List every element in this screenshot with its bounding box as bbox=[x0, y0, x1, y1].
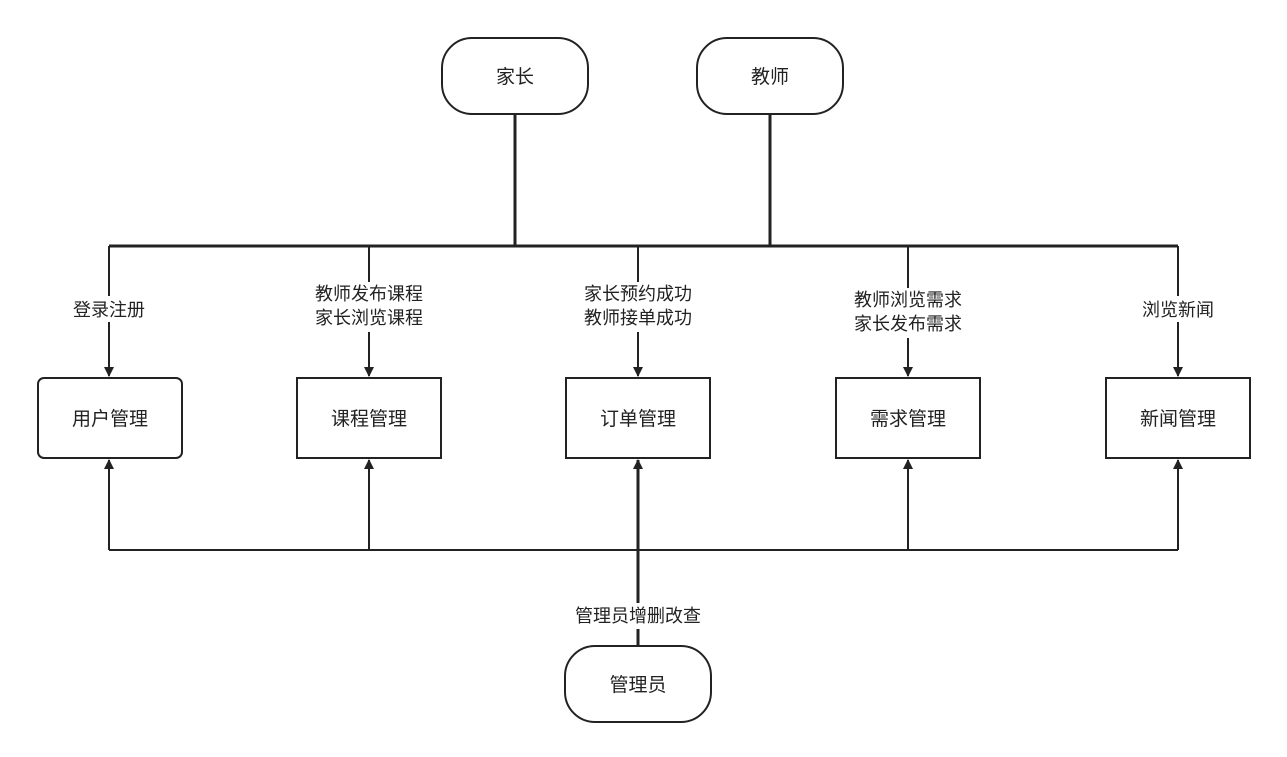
actor-admin-label: 管理员 bbox=[609, 674, 666, 696]
edge-label-order-1: 家长预约成功 bbox=[584, 284, 692, 305]
edge-label-demand-1: 教师浏览需求 bbox=[854, 290, 962, 311]
edge-label-course-2: 家长浏览课程 bbox=[315, 308, 423, 329]
module-course: 课程管理 bbox=[296, 377, 442, 459]
actor-parent: 家长 bbox=[441, 37, 589, 115]
edge-label-user: 登录注册 bbox=[73, 300, 145, 321]
actor-teacher-label: 教师 bbox=[751, 66, 789, 88]
module-news-label: 新闻管理 bbox=[1140, 408, 1216, 430]
actor-admin: 管理员 bbox=[564, 645, 712, 723]
module-demand: 需求管理 bbox=[835, 377, 981, 459]
edge-label-news: 浏览新闻 bbox=[1142, 300, 1214, 321]
actor-teacher: 教师 bbox=[696, 37, 844, 115]
edge-label-admin-bg bbox=[560, 603, 718, 629]
module-course-label: 课程管理 bbox=[331, 408, 407, 430]
edge-label-admin: 管理员增删改查 bbox=[575, 606, 701, 627]
actor-parent-label: 家长 bbox=[496, 66, 534, 88]
module-order-label: 订单管理 bbox=[600, 408, 676, 430]
module-user: 用户管理 bbox=[37, 377, 183, 459]
module-order: 订单管理 bbox=[565, 377, 711, 459]
edge-label-course-1: 教师发布课程 bbox=[315, 284, 423, 305]
edge-label-order-2: 教师接单成功 bbox=[584, 308, 692, 329]
module-news: 新闻管理 bbox=[1105, 377, 1251, 459]
module-user-label: 用户管理 bbox=[72, 408, 148, 430]
module-demand-label: 需求管理 bbox=[870, 408, 946, 430]
edge-label-backgrounds bbox=[60, 282, 1226, 338]
top-connectors bbox=[109, 114, 1178, 248]
edge-label-demand-2: 家长发布需求 bbox=[854, 314, 962, 335]
